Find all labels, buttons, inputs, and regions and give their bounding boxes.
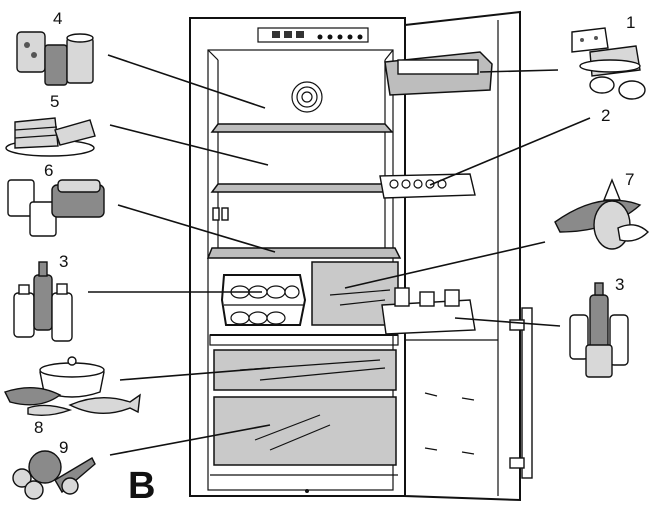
view-letter: B bbox=[128, 465, 155, 507]
leader-5 bbox=[109, 124, 269, 166]
vegetables-icon bbox=[12, 450, 96, 500]
yogurt-butter-icon bbox=[7, 179, 105, 237]
callout-1: 1 bbox=[626, 13, 635, 32]
callout-8: 8 bbox=[34, 418, 43, 437]
control-panel bbox=[257, 27, 369, 43]
bottles-icon bbox=[13, 261, 73, 342]
cheese-eggs-icon bbox=[571, 27, 646, 100]
crisper-drawer-lower bbox=[213, 396, 397, 466]
callout-2: 2 bbox=[601, 106, 610, 125]
callout-7: 7 bbox=[625, 170, 634, 189]
door-bin-top bbox=[384, 51, 493, 96]
pot-fish-sausage-icon bbox=[4, 356, 141, 417]
fridge-door bbox=[379, 10, 521, 502]
callout-3: 3 bbox=[59, 252, 68, 271]
refrigerator-icon bbox=[189, 10, 533, 502]
leader-1 bbox=[479, 69, 559, 73]
leader-9 bbox=[109, 424, 271, 456]
callout-3: 3 bbox=[615, 275, 624, 294]
cake-icon bbox=[5, 117, 96, 157]
leader-6 bbox=[117, 204, 276, 253]
leader-3b bbox=[454, 317, 561, 327]
leader-lines bbox=[88, 54, 591, 456]
leader-2 bbox=[429, 117, 591, 186]
leader-4 bbox=[107, 54, 266, 109]
callout-5: 5 bbox=[50, 92, 59, 111]
glass-shelf-top bbox=[210, 123, 394, 133]
fan-icon bbox=[291, 81, 323, 113]
glass-shelf-lower bbox=[206, 247, 402, 259]
callout-numbers: 1 2 3 3 4 5 6 7 8 9 bbox=[34, 9, 635, 457]
callout-6: 6 bbox=[44, 161, 53, 180]
jars-cans-icon bbox=[16, 31, 94, 86]
callout-4: 4 bbox=[53, 9, 62, 28]
pineapple-sausage-icon bbox=[554, 178, 650, 250]
door-bin-bottles bbox=[381, 287, 476, 335]
door-bin-eggs bbox=[379, 173, 476, 199]
callout-9: 9 bbox=[59, 438, 68, 457]
bottle-rack-icon bbox=[220, 274, 307, 326]
leader-7 bbox=[344, 241, 546, 289]
door-handle bbox=[509, 307, 533, 479]
leader-8 bbox=[119, 367, 271, 381]
bottles-jars-icon bbox=[569, 282, 629, 378]
glass-shelf-middle bbox=[210, 183, 394, 193]
